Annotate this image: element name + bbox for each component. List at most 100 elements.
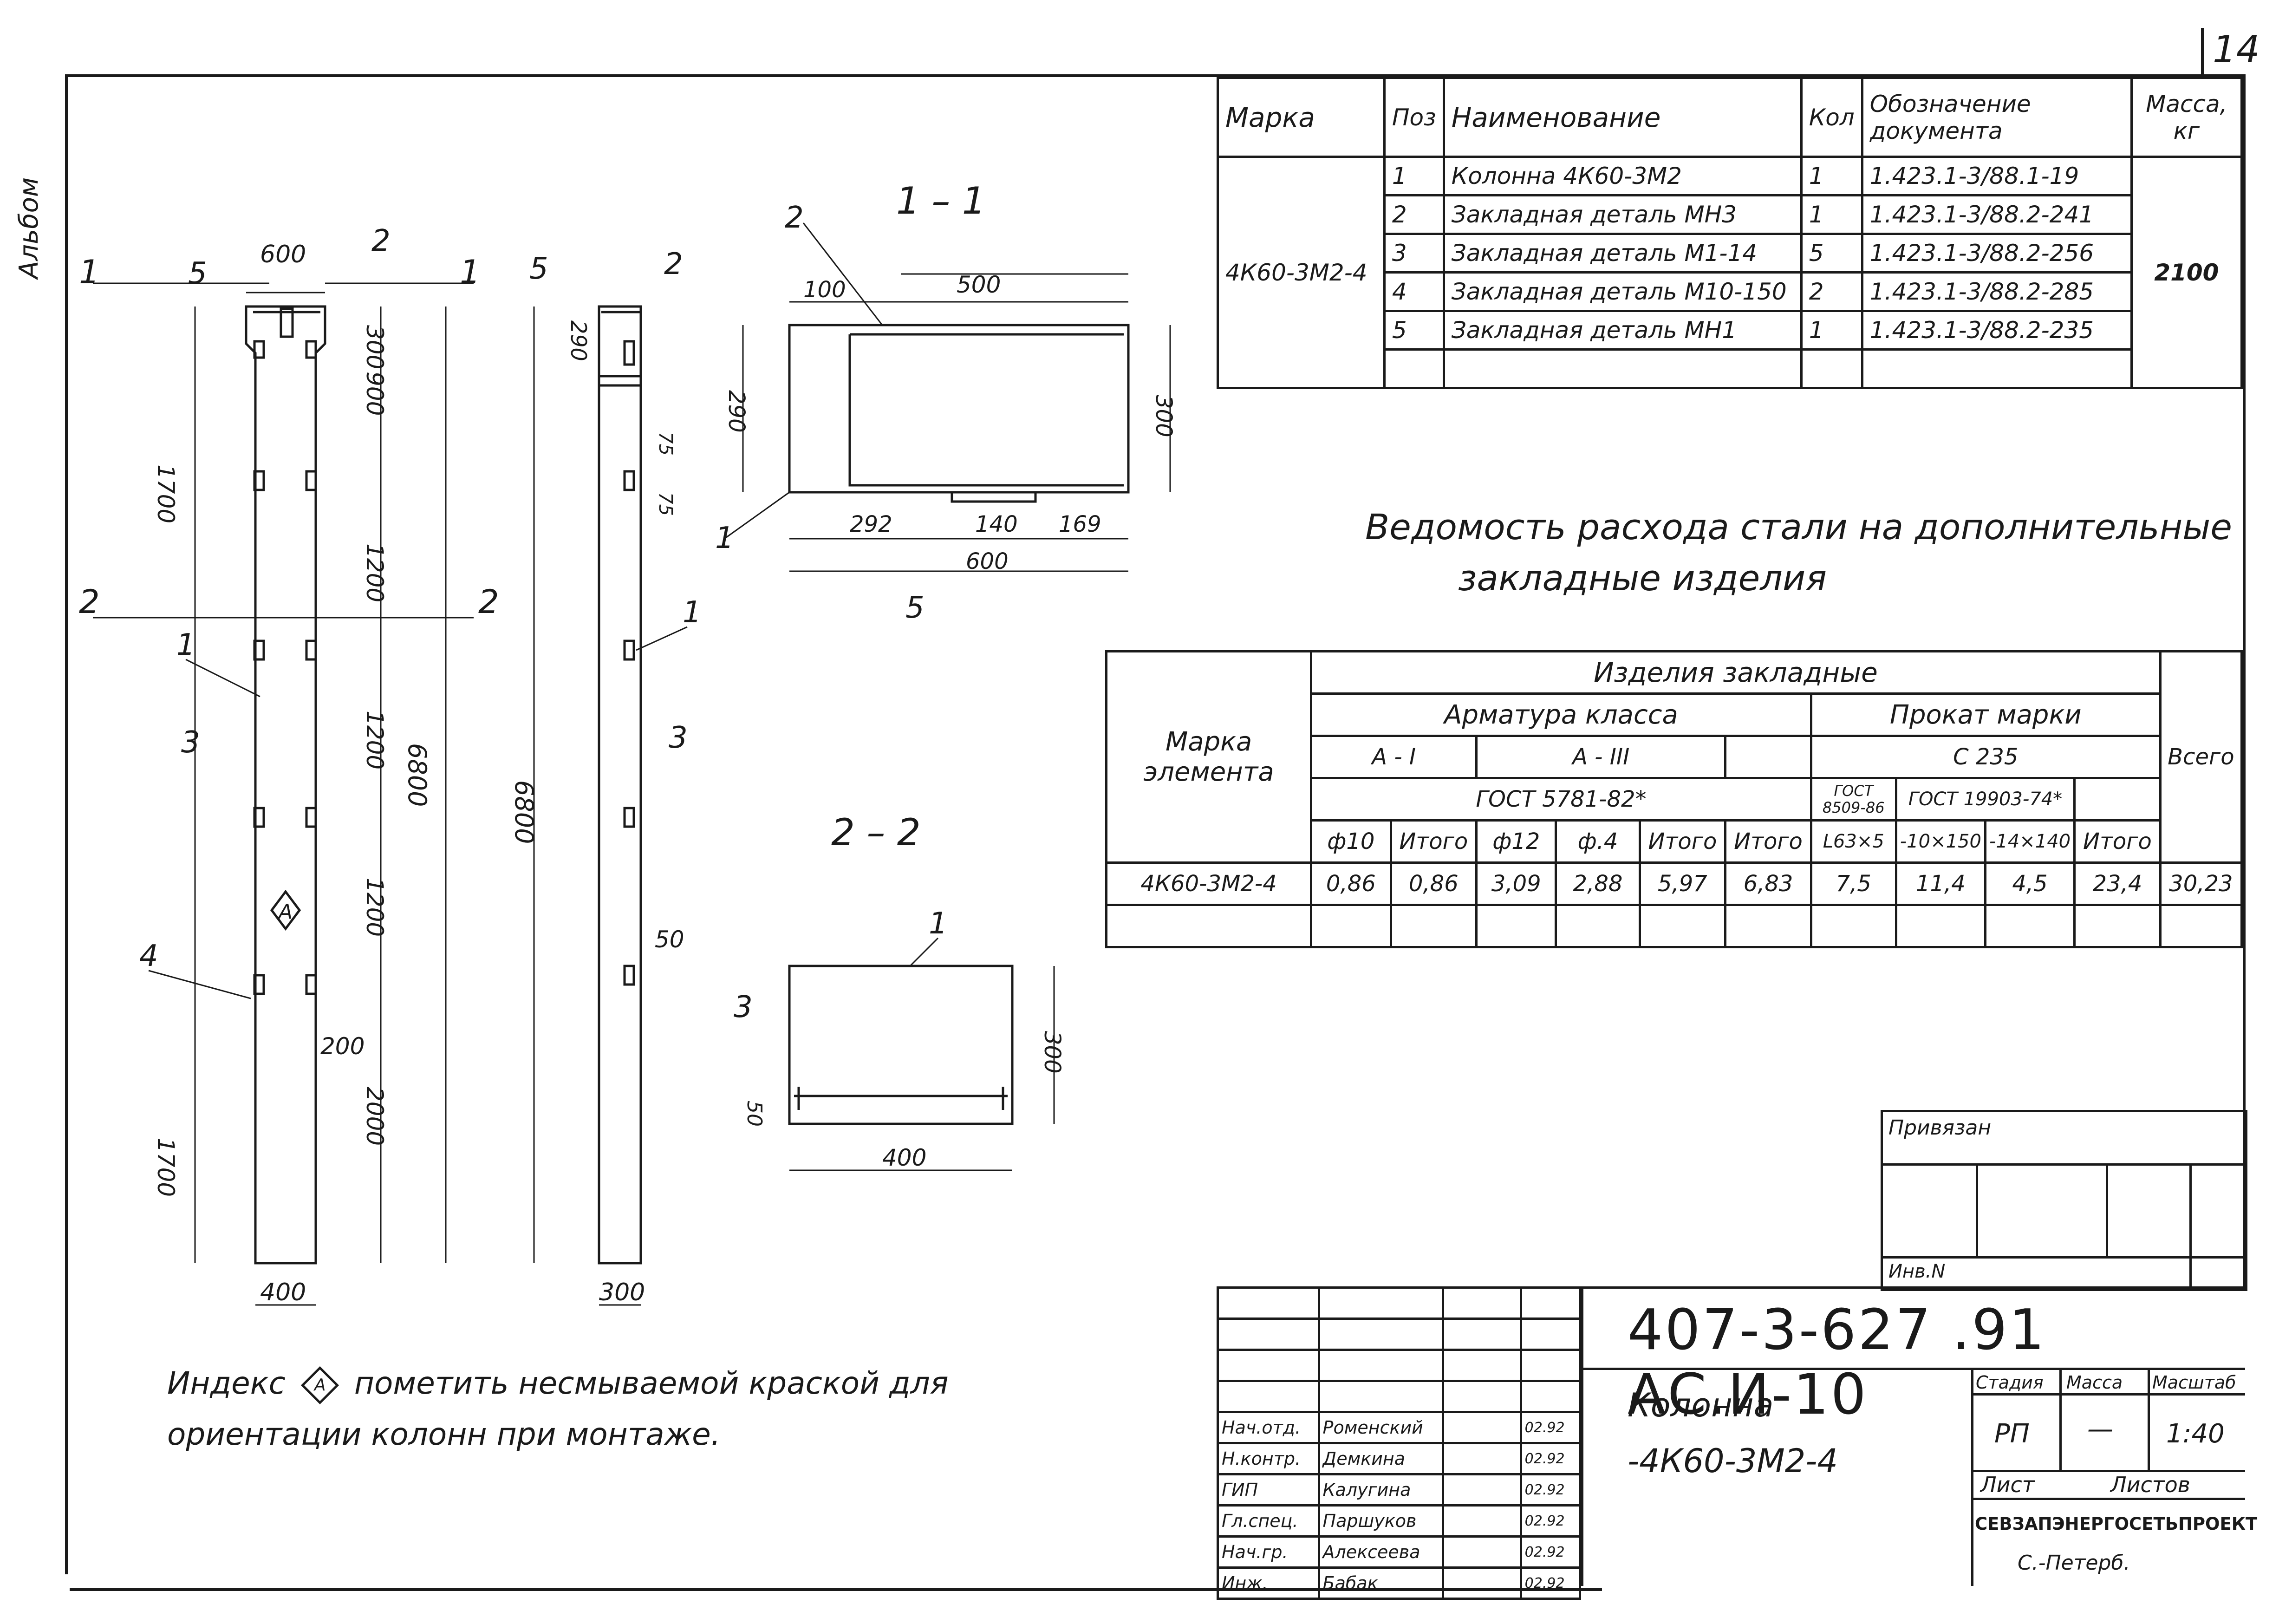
steel-h-rolled: Прокат марки [1810, 692, 2162, 737]
spec-row-doc: 1.423.1-3/88.2-235 [1861, 310, 2133, 351]
bound-grid [1883, 1163, 2245, 1166]
steel-empty-cell [1810, 904, 1897, 948]
section-1-1-dim-140: 140 [975, 511, 1018, 537]
spec-h-mark: Марка [1217, 77, 1386, 158]
note-line1: Индекс А пометить несмываемой краской дл… [167, 1365, 949, 1404]
note-index-letter: А [314, 1375, 326, 1395]
staff-empty-cell [1217, 1349, 1320, 1382]
scale-value: 1:40 [2166, 1419, 2225, 1449]
spec-mark: 4К60-3М2-4 [1217, 156, 1386, 389]
steel-col: -14×140 [1984, 819, 2076, 864]
staff-role: Инж. [1217, 1566, 1320, 1600]
spec-row-qty: 5 [1800, 233, 1863, 274]
steel-row-value: 4,5 [1984, 861, 2076, 906]
steel-h-total: Всего [2159, 650, 2243, 864]
staff-empty-cell [1442, 1286, 1522, 1320]
steel-col: Итого [1724, 819, 1812, 864]
name-line2: -4К60-3М2-4 [1628, 1442, 1838, 1480]
front-dim-right-3: 1200 [361, 711, 388, 770]
staff-empty-cell [1217, 1380, 1320, 1413]
steel-empty-cell [1638, 904, 1727, 948]
column-drawing: 1 1 2 2 600 5 2 400 1700 1700 300 900 12… [79, 179, 1177, 1306]
staff-name: Калугина [1317, 1473, 1445, 1507]
spec-row-name: Закладная деталь МН3 [1442, 194, 1803, 235]
side-dim-50: 50 [655, 926, 684, 953]
section-2-2-pos-1: 1 [929, 907, 948, 941]
steel-h-gost8509: ГОСТ 8509-86 [1810, 777, 1897, 822]
staff-date: 02.92 [1519, 1566, 1582, 1600]
tb-vline [1971, 1368, 1973, 1586]
front-dim-left-top: 1700 [152, 464, 179, 523]
staff-date: 02.92 [1519, 1535, 1582, 1569]
mass-value: — [2087, 1414, 2113, 1444]
front-index-mark: A [277, 900, 293, 924]
spec-empty-cell [1800, 348, 1863, 389]
steel-empty-cell [1475, 904, 1557, 948]
staff-empty-cell [1217, 1286, 1320, 1320]
org-city: С.-Петерб. [2018, 1551, 2130, 1575]
section-1-1-dim-300: 300 [1151, 395, 1177, 437]
steel-empty-cell [1389, 904, 1478, 948]
tb-vline [2059, 1368, 2062, 1470]
spec-empty-cell [1383, 348, 1445, 389]
section-2-marker-left: 2 [79, 583, 100, 621]
section-2-marker-right: 2 [478, 583, 499, 621]
staff-name: Бабак [1317, 1566, 1445, 1600]
staff-signature [1442, 1442, 1522, 1475]
side-overall: 6800 [509, 780, 539, 844]
section-1-1-dim-290: 290 [723, 390, 749, 433]
spec-row-qty: 1 [1800, 194, 1863, 235]
steel-h-mark: Марка элемента [1105, 650, 1313, 864]
inv-label: Инв.N [1888, 1261, 1946, 1282]
staff-empty-cell [1442, 1380, 1522, 1413]
bound-grid [2106, 1163, 2108, 1256]
staff-table: Нач.отд. Роменский 02.92 Н.контр. Демкин… [1217, 1286, 1582, 1600]
side-dim-75a: 75 [655, 432, 676, 456]
spec-row-doc: 1.423.1-3/88.2-241 [1861, 194, 2133, 235]
section-2-2-pos-3: 3 [734, 990, 753, 1024]
staff-empty-cell [1217, 1317, 1320, 1351]
steel-col: ф12 [1475, 819, 1557, 864]
section-1-marker-right: 1 [460, 253, 481, 291]
steel-h-gost5781: ГОСТ 5781-82* [1310, 777, 1812, 822]
section-1-1-dim-600: 600 [966, 548, 1009, 574]
spec-empty-cell [1861, 348, 2133, 389]
steel-row-value: 0,86 [1389, 861, 1478, 906]
staff-signature [1442, 1566, 1522, 1600]
staff-empty-cell [1317, 1317, 1445, 1351]
steel-empty-cell [1984, 904, 2076, 948]
steel-col: L63×5 [1810, 819, 1897, 864]
frame-bottom-line [70, 1588, 1602, 1591]
spec-empty-cell [1442, 348, 1803, 389]
staff-date: 02.92 [1519, 1473, 1582, 1507]
steel-row-value: 23,4 [2073, 861, 2162, 906]
spec-row-name: Колонна 4К60-3М2 [1442, 156, 1803, 196]
spec-h-doc: Обозначение документа [1861, 77, 2133, 158]
side-dim-290: 290 [566, 320, 591, 361]
note-line2: ориентации колонн при монтаже. [167, 1416, 721, 1452]
spec-table: Марка Поз Наименование Кол Обозначение д… [1217, 77, 2243, 389]
steel-row-value: 3,09 [1475, 861, 1557, 906]
sheet-header: Лист [1980, 1472, 2035, 1497]
staff-empty-cell [1519, 1317, 1582, 1351]
spec-row-pos: 3 [1383, 233, 1445, 274]
front-dim-left-bottom: 1700 [152, 1138, 179, 1197]
staff-empty-cell [1519, 1349, 1582, 1382]
staff-empty-cell [1519, 1380, 1582, 1413]
bound-box: Привязан Инв.N [1881, 1110, 2247, 1291]
front-pos-1: 1 [176, 628, 195, 662]
frame-left-line [65, 74, 68, 1574]
side-pos-1: 1 [683, 595, 702, 630]
side-dim-75b: 75 [655, 492, 676, 516]
side-label-5: 5 [529, 252, 548, 286]
staff-role: Нач.отд. [1217, 1411, 1320, 1444]
steel-col: -10×150 [1895, 819, 1986, 864]
frame-top-line [65, 74, 2246, 77]
stage-value: РП [1994, 1419, 2030, 1449]
side-label-2: 2 [664, 247, 683, 281]
steel-col: Итого [1389, 819, 1478, 864]
steel-row-total: 30,23 [2159, 861, 2243, 906]
spec-h-qty: Кол [1800, 77, 1863, 158]
stage-header: Стадия [1976, 1372, 2044, 1393]
spec-h-pos: Поз [1383, 77, 1445, 158]
